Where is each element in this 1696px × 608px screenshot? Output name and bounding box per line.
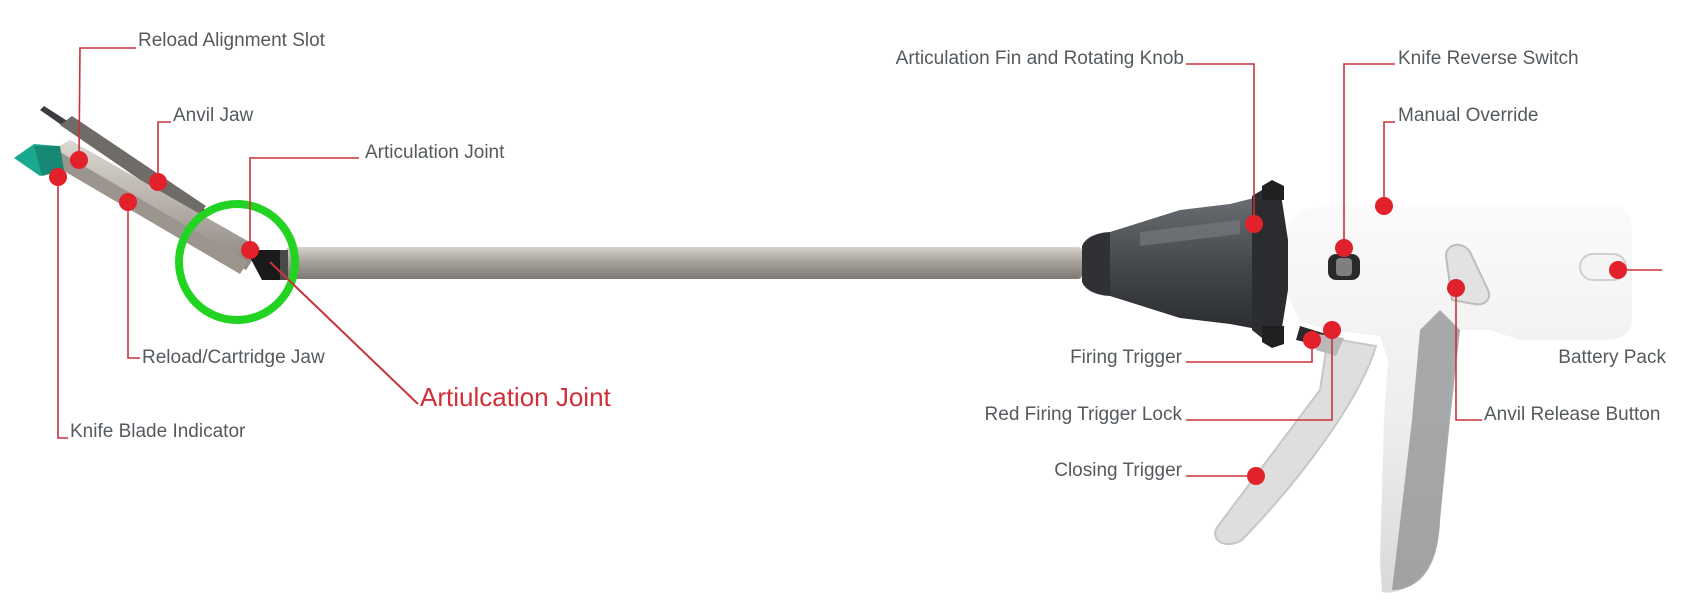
label-articulation-joint-callout: Artiulcation Joint — [420, 382, 611, 412]
dot-anvil-jaw — [149, 173, 167, 191]
triggers — [1215, 326, 1376, 544]
label-anvil-release-button: Anvil Release Button — [1484, 404, 1660, 426]
dot-reload-alignment-slot — [70, 151, 88, 169]
leader-articulation-fin-knob — [1186, 64, 1254, 224]
dot-articulation-fin-knob — [1245, 215, 1263, 233]
dot-reload-cartridge-jaw — [119, 193, 137, 211]
label-manual-override: Manual Override — [1398, 105, 1538, 127]
label-articulation-fin-knob: Articulation Fin and Rotating Knob — [896, 48, 1184, 70]
dot-knife-reverse-switch — [1335, 239, 1353, 257]
label-knife-reverse-switch: Knife Reverse Switch — [1398, 48, 1579, 70]
rotating-knob — [1082, 180, 1288, 348]
leader-reload-cartridge-jaw — [128, 202, 140, 358]
label-articulation-joint: Articulation Joint — [365, 142, 504, 164]
leader-firing-trigger — [1186, 340, 1312, 362]
dot-red-firing-trigger-lock — [1323, 321, 1341, 339]
label-anvil-jaw: Anvil Jaw — [173, 105, 253, 127]
leader-knife-blade-indicator — [58, 177, 68, 438]
dot-knife-blade-indicator — [49, 168, 67, 186]
label-reload-alignment-slot: Reload Alignment Slot — [138, 30, 325, 52]
label-battery-pack: Battery Pack — [1558, 347, 1666, 369]
leader-articulation-joint — [250, 158, 359, 250]
label-closing-trigger: Closing Trigger — [1054, 460, 1182, 482]
dot-articulation-joint — [241, 241, 259, 259]
dot-anvil-release-button — [1447, 279, 1465, 297]
dot-firing-trigger — [1303, 331, 1321, 349]
shaft — [286, 247, 1082, 279]
dot-manual-override — [1375, 197, 1393, 215]
dot-closing-trigger — [1247, 467, 1265, 485]
dot-battery-pack — [1609, 261, 1627, 279]
leader-articulation-joint-callout — [270, 262, 418, 404]
label-knife-blade-indicator: Knife Blade Indicator — [70, 421, 245, 443]
label-firing-trigger: Firing Trigger — [1070, 347, 1182, 369]
label-red-firing-trigger-lock: Red Firing Trigger Lock — [985, 404, 1182, 426]
leader-anvil-jaw — [158, 122, 171, 182]
leader-manual-override — [1384, 122, 1395, 206]
label-reload-cartridge-jaw: Reload/Cartridge Jaw — [142, 347, 325, 369]
